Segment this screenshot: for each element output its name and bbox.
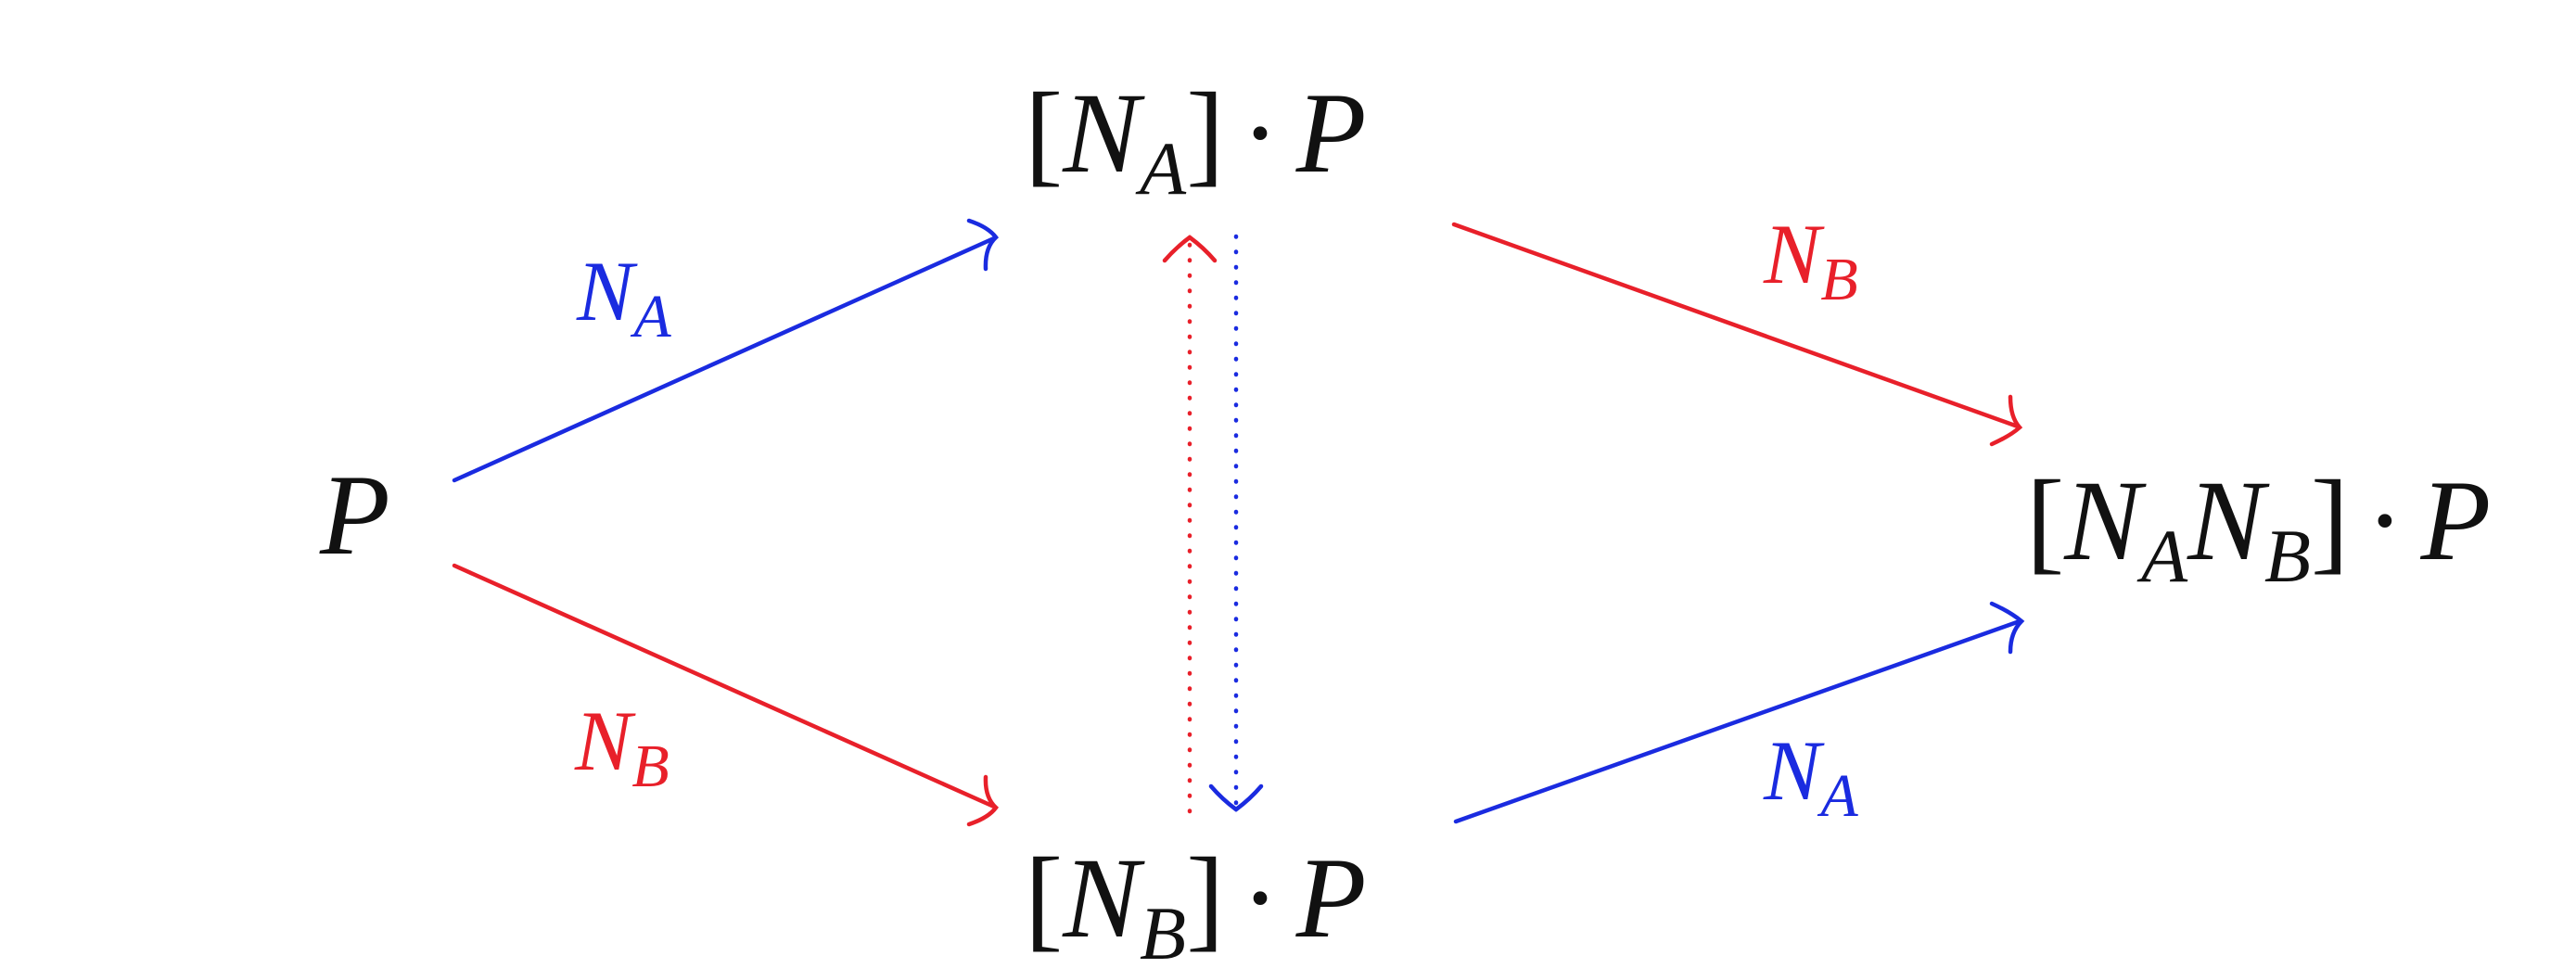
edge-na-to-nanb-arrowhead <box>1989 394 2023 447</box>
edge-p-to-nb: NB <box>452 563 1000 827</box>
node-nanb-p-sub2: B <box>2264 514 2311 598</box>
bracket-close: ] <box>2311 457 2349 584</box>
bracket-close: ] <box>1186 834 1224 962</box>
edge-p-to-na-arrowhead <box>966 218 1000 272</box>
edge-na-to-nanb: NB <box>1451 207 2023 447</box>
edge-p-to-na: NA <box>452 218 1000 483</box>
node-nb-p-sub: B <box>1140 891 1186 968</box>
bracket-open: [ <box>2026 457 2064 584</box>
bracket-open: [ <box>1025 70 1063 197</box>
edge-nb-to-na-dotted <box>1162 235 1218 814</box>
edge-na-to-nanb-label: NB <box>1763 207 1858 313</box>
edge-nb-to-nanb: NA <box>1453 601 2025 830</box>
edge-p-to-na-line <box>452 236 997 483</box>
edge-na-to-nb-dotted <box>1208 234 1264 812</box>
dot-operator: · <box>1241 834 1279 962</box>
node-nanb-p: [NANB]·P <box>2026 457 2491 598</box>
node-na-p: [NA]·P <box>1025 70 1366 210</box>
edge-nb-to-nanb-arrowhead <box>1989 601 2025 655</box>
node-na-p-expression: [NA]·P <box>1025 70 1366 210</box>
edge-na-to-nanb-line <box>1451 222 2021 429</box>
node-na-p-n: N <box>1062 70 1145 197</box>
dot-operator: · <box>1241 70 1279 197</box>
node-nanb-p-p: P <box>2420 457 2492 584</box>
node-nb-p: [NB]·P <box>1025 834 1366 968</box>
node-na-p-p: P <box>1295 70 1367 197</box>
node-p-label: P <box>319 452 390 579</box>
node-nanb-p-sub1: A <box>2136 514 2188 598</box>
bracket-open: [ <box>1025 834 1063 962</box>
edge-nb-to-nanb-label: NA <box>1763 723 1858 830</box>
node-nb-p-n: N <box>1062 834 1145 962</box>
edge-p-to-nb-label: NB <box>574 694 670 800</box>
node-nanb-p-n2: N <box>2187 457 2270 584</box>
dot-operator: · <box>2366 457 2404 584</box>
edge-nb-to-na-dotted-arrowhead <box>1162 235 1218 263</box>
node-na-p-sub: A <box>1135 126 1187 210</box>
bracket-close: ] <box>1186 70 1224 197</box>
edge-p-to-na-label: NA <box>576 244 671 350</box>
node-p: P <box>319 452 390 579</box>
node-nanb-p-n1: N <box>2063 457 2147 584</box>
edge-p-to-nb-arrowhead <box>966 774 1000 827</box>
node-nanb-p-expression: [NANB]·P <box>2026 457 2491 598</box>
edge-p-to-nb-line <box>452 563 997 809</box>
edge-na-to-nb-dotted-arrowhead <box>1208 783 1264 812</box>
node-nb-p-p: P <box>1295 834 1367 962</box>
edge-nb-to-nanb-line <box>1453 618 2022 824</box>
node-nb-p-expression: [NB]·P <box>1025 834 1366 968</box>
